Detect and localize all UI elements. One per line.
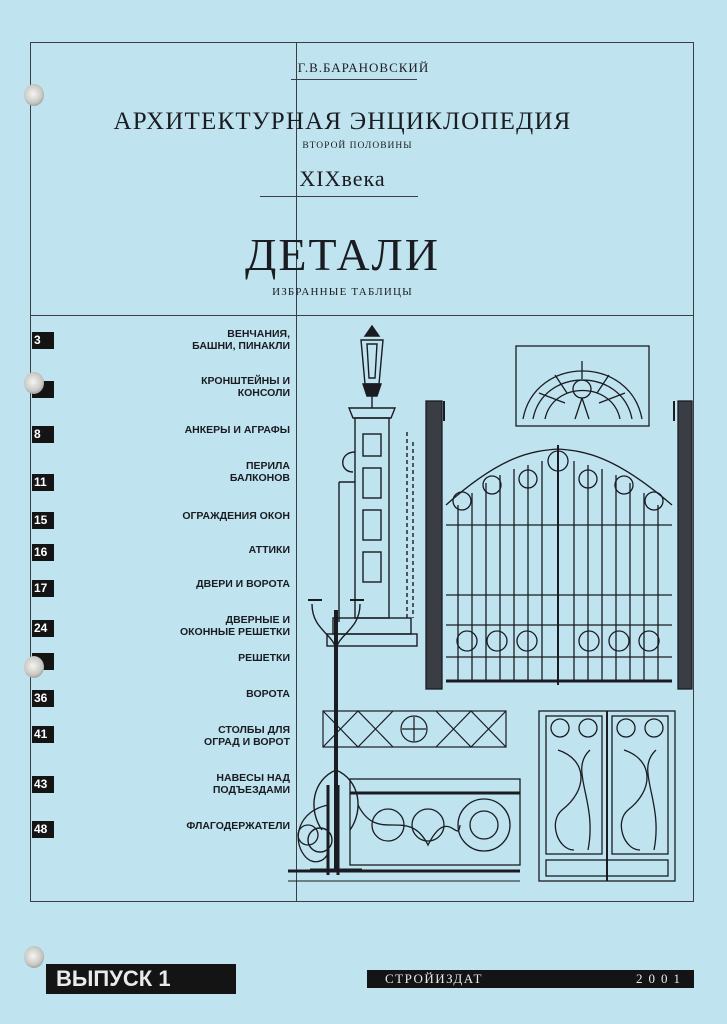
peacock-panel-illustration: [515, 345, 650, 427]
cover-frame: [30, 42, 694, 902]
toc-item: 11 ПЕРИЛА БАЛКОНОВ: [0, 460, 300, 500]
century-underline: [260, 196, 418, 197]
toc-number: 17: [32, 580, 54, 597]
publication-year: 2001: [636, 971, 686, 986]
toc-number: 15: [32, 512, 54, 529]
binder-hole: [24, 946, 44, 968]
toc-label: АНКЕРЫ И АГРАФЫ: [184, 424, 290, 436]
toc-label: ВОРОТА: [246, 688, 290, 700]
lantern-pillar-illustration: [326, 324, 418, 647]
binder-hole: [24, 656, 44, 678]
toc-item: 43 НАВЕСЫ НАД ПОДЪЕЗДАМИ: [0, 768, 300, 808]
publisher-bar: СТРОЙИЗДАТ 2001: [367, 970, 694, 988]
balcony-railing-illustration: [288, 778, 521, 882]
section-title: ДЕТАЛИ: [245, 229, 440, 280]
toc-label: СТОЛБЫ ДЛЯ ОГРАД И ВОРОТ: [204, 724, 290, 748]
toc-item: 36 ВОРОТА: [0, 686, 300, 726]
toc-label: ВЕНЧАНИЯ, БАШНИ, ПИНАКЛИ: [192, 328, 290, 352]
publisher-name: СТРОЙИЗДАТ: [385, 971, 483, 986]
toc-item: КРОНШТЕЙНЫ И КОНСОЛИ: [0, 375, 300, 415]
toc-item: 17 ДВЕРИ И ВОРОТА: [0, 578, 300, 618]
toc-label: ПЕРИЛА БАЛКОНОВ: [229, 460, 290, 484]
encyclopedia-title: АРХИТЕКТУРНАЯ ЭНЦИКЛОПЕДИЯ: [113, 108, 572, 135]
toc-label: АТТИКИ: [248, 544, 290, 556]
ornamental-gate-illustration: [425, 400, 693, 690]
toc-number: 8: [32, 426, 54, 443]
toc-label: ОГРАЖДЕНИЯ ОКОН: [182, 510, 290, 522]
toc-item: 48 ФЛАГОДЕРЖАТЕЛИ: [0, 818, 300, 858]
lattice-panel-illustration: [322, 710, 507, 748]
toc-item: 3 ВЕНЧАНИЯ, БАШНИ, ПИНАКЛИ: [0, 328, 300, 368]
section-subtitle: ИЗБРАННЫЕ ТАБЛИЦЫ: [272, 286, 413, 298]
toc-label: ДВЕРИ И ВОРОТА: [196, 578, 290, 590]
header-divider: [30, 315, 694, 316]
toc-label: НАВЕСЫ НАД ПОДЪЕЗДАМИ: [212, 772, 290, 796]
column-divider: [296, 42, 297, 902]
toc-number: 43: [32, 776, 54, 793]
toc-item: 16 АТТИКИ: [0, 542, 300, 582]
author-underline: [291, 79, 417, 80]
toc-label: РЕШЕТКИ: [238, 652, 290, 664]
door-grilles-illustration: [538, 710, 676, 882]
toc-number: 41: [32, 726, 54, 743]
author-name: Г.В.БАРАНОВСКИЙ: [297, 60, 430, 75]
binder-hole: [24, 84, 44, 106]
toc-item: 8 АНКЕРЫ И АГРАФЫ: [0, 422, 300, 462]
toc-number: 3: [32, 332, 54, 349]
binder-hole: [24, 372, 44, 394]
toc-number: 24: [32, 620, 54, 637]
issue-label: ВЫПУСК 1: [46, 964, 236, 994]
toc-number: 11: [32, 474, 54, 491]
century-label: XIXвека: [299, 166, 386, 191]
toc-item: 24 ДВЕРНЫЕ И ОКОННЫЕ РЕШЕТКИ: [0, 614, 300, 654]
toc-label: КРОНШТЕЙНЫ И КОНСОЛИ: [201, 375, 290, 399]
encyclopedia-subtitle: ВТОРОЙ ПОЛОВИНЫ: [302, 141, 413, 151]
toc-item: 15 ОГРАЖДЕНИЯ ОКОН: [0, 508, 300, 548]
toc-item: РЕШЕТКИ: [0, 650, 300, 690]
toc-label: ДВЕРНЫЕ И ОКОННЫЕ РЕШЕТКИ: [179, 614, 290, 638]
toc-number: 48: [32, 821, 54, 838]
toc-item: 41 СТОЛБЫ ДЛЯ ОГРАД И ВОРОТ: [0, 722, 300, 762]
toc-label: ФЛАГОДЕРЖАТЕЛИ: [186, 820, 290, 832]
toc-number: 16: [32, 544, 54, 561]
toc-number: 36: [32, 690, 54, 707]
